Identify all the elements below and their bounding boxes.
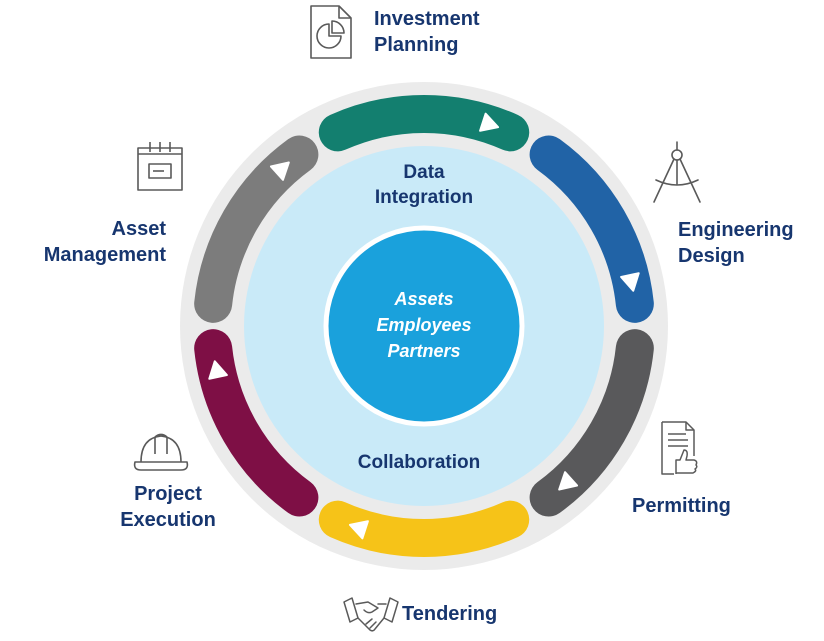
stage-label-tendering: Tendering xyxy=(402,601,497,627)
pie-chart-document-icon xyxy=(307,4,355,60)
arc-segments xyxy=(194,95,654,557)
stage-label-line: Project xyxy=(134,483,202,505)
core-text: Assets Employees Partners xyxy=(324,286,524,364)
arrow-marker-investment xyxy=(479,112,500,132)
handshake-icon xyxy=(342,596,400,636)
drafting-compass-icon xyxy=(650,140,704,206)
notepad-icon xyxy=(136,140,184,192)
stage-label-line: Design xyxy=(678,245,745,267)
arrow-marker-permitting xyxy=(558,471,579,491)
stage-label-line: Tendering xyxy=(402,603,498,625)
stage-label-permitting: Permitting xyxy=(632,493,731,519)
core-text-line: Assets xyxy=(394,289,454,309)
ring-text-line: Data xyxy=(403,162,445,183)
stage-label-line: Permitting xyxy=(632,495,731,517)
stage-label-engineering: Engineering Design xyxy=(678,217,794,269)
stage-label-line: Management xyxy=(43,244,166,266)
core-text-line: Employees xyxy=(376,315,472,335)
stage-label-line: Asset xyxy=(111,218,166,240)
arrow-marker-project xyxy=(208,360,228,380)
ring-text-bottom: Collaboration xyxy=(319,450,519,475)
stage-label-line: Planning xyxy=(374,34,459,56)
approved-document-thumbs-up-icon xyxy=(660,420,700,476)
ring-text-line: Integration xyxy=(374,187,474,208)
core-disc xyxy=(323,225,525,427)
stage-label-project: Project Execution xyxy=(88,481,248,533)
stage-label-line: Engineering xyxy=(678,219,794,241)
arrow-marker-tendering xyxy=(348,520,369,540)
stage-label-line: Execution xyxy=(120,509,216,531)
stage-label-line: Investment xyxy=(374,8,480,30)
hard-hat-icon xyxy=(133,426,189,474)
stage-label-asset: Asset Management xyxy=(4,216,166,268)
stage-label-investment: Investment Planning xyxy=(374,6,480,58)
arrow-marker-engineering xyxy=(620,272,640,292)
ring-text-top: Data Integration xyxy=(324,160,524,210)
core-text-line: Partners xyxy=(387,341,461,361)
ring-text-line: Collaboration xyxy=(357,452,481,473)
arrow-marker-asset xyxy=(269,161,290,181)
